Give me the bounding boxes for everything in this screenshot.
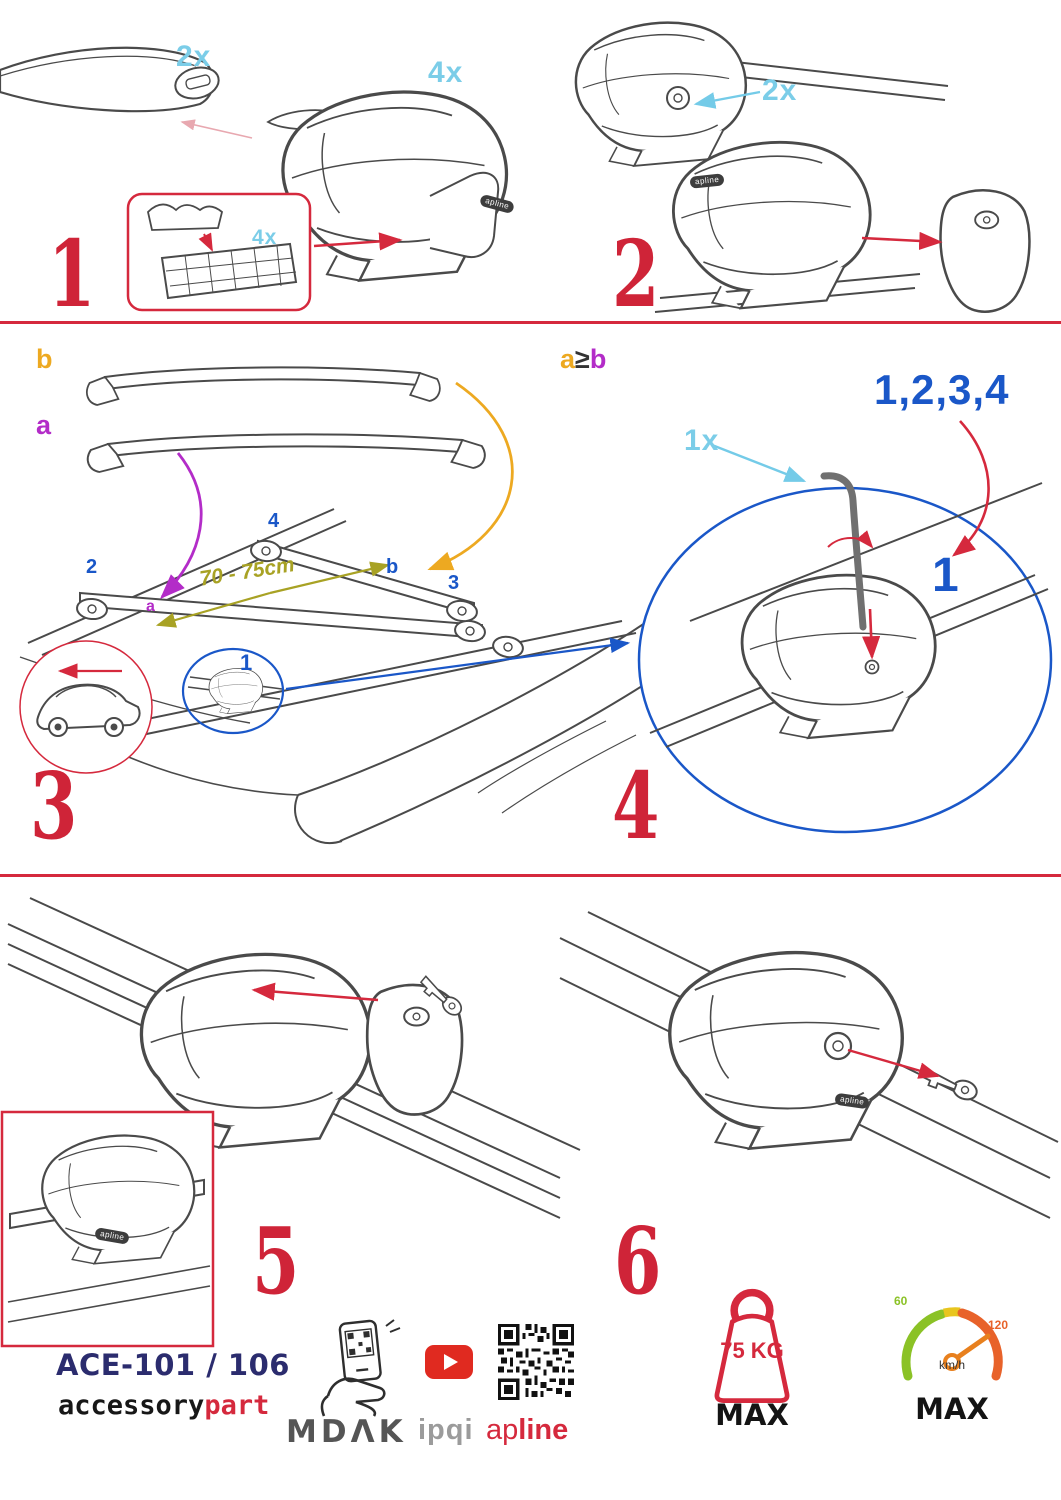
sequence-to-one-arrow xyxy=(951,420,990,557)
distance-condition: a≥b xyxy=(560,344,606,375)
allen-key-drawing xyxy=(820,472,867,631)
speed-low-label: 60 xyxy=(894,1294,908,1308)
tighten-step-one: 1 xyxy=(932,549,959,602)
apline-ap: ap xyxy=(486,1414,519,1446)
mdak-logo: MDΛK xyxy=(286,1414,407,1450)
car-direction-inset xyxy=(19,640,153,774)
position-b-label: b xyxy=(386,556,399,578)
step-2-number: 2 xyxy=(612,220,660,328)
position-1-label: 1 xyxy=(240,650,253,675)
foot-cover-drawing xyxy=(654,140,1031,313)
weight-limit-value: 75 KG xyxy=(720,1338,784,1363)
section-divider xyxy=(0,321,1061,324)
speed-high-label: 120 xyxy=(988,1318,1009,1332)
phone-scan-icon xyxy=(320,1319,401,1417)
bar-b-routing-arrow xyxy=(427,381,514,571)
position-1-highlight xyxy=(181,647,285,735)
bar-b-label: b xyxy=(36,344,53,374)
tool-qty-arrow xyxy=(711,443,807,483)
foot-quantity: 4x xyxy=(428,56,464,89)
weight-limit-icon xyxy=(714,1288,790,1403)
magnifier-link-arrow xyxy=(285,637,631,691)
distance-arrow xyxy=(155,561,391,628)
speed-unit-label: km/h xyxy=(938,1358,965,1372)
bar-a-label: a xyxy=(36,410,52,440)
pad-inset-box xyxy=(126,192,312,312)
cover-install-drawing xyxy=(7,897,581,1219)
crossbar-b-drawing xyxy=(85,366,441,406)
condition-a: a xyxy=(560,344,576,374)
brand-logo: accessorypart xyxy=(58,1390,269,1421)
lock-key-drawing xyxy=(559,911,1059,1219)
bar-quantity: 2x xyxy=(176,40,212,73)
cover-attach-arrow xyxy=(861,231,943,251)
position-a-label: a xyxy=(146,598,155,615)
lock-qty-arrow xyxy=(693,90,761,109)
section-divider xyxy=(0,874,1061,877)
crossbar-a-drawing xyxy=(86,433,486,474)
clamp-bracket-drawing xyxy=(429,171,500,258)
crossbar-end-drawing xyxy=(0,46,220,113)
pad-quantity: 4x xyxy=(252,226,278,249)
step-5-number: 5 xyxy=(252,1207,300,1315)
tighten-sequence: 1,2,3,4 xyxy=(874,366,1010,413)
bar-end-pointer-arrow xyxy=(180,119,253,139)
lock-quantity: 2x xyxy=(762,74,798,107)
position-4-label: 4 xyxy=(268,510,280,532)
speed-max-label: MAX xyxy=(915,1392,989,1426)
steps-1-2-drawing xyxy=(0,21,1031,313)
condition-b: b xyxy=(589,344,607,374)
youtube-icon xyxy=(425,1345,473,1379)
finished-foot-inset xyxy=(0,1110,215,1348)
tool-quantity: 1x xyxy=(684,424,720,457)
qr-code-icon xyxy=(498,1324,574,1400)
position-3-label: 3 xyxy=(448,572,460,594)
weight-max-label: MAX xyxy=(715,1398,789,1432)
position-2-label: 2 xyxy=(86,556,98,578)
inset-to-foot-arrow xyxy=(313,232,403,251)
speed-limit-icon xyxy=(901,1307,1003,1381)
steps-5-6-drawing xyxy=(0,897,1059,1348)
apline-line: line xyxy=(518,1414,569,1446)
ipqi-logo: ipqi xyxy=(418,1414,474,1446)
step-4-number: 4 xyxy=(612,752,660,860)
condition-operator: ≥ xyxy=(575,344,590,374)
step-3-number: 3 xyxy=(30,752,78,860)
foot-on-bar-drawing xyxy=(574,21,949,168)
brand-accessory: accessory xyxy=(58,1390,205,1421)
step-1-number: 1 xyxy=(48,220,96,328)
torque-magnifier-drawing xyxy=(637,472,1053,834)
brand-part: part xyxy=(204,1390,270,1421)
apline-logo: apline xyxy=(486,1414,568,1447)
model-number: ACE-101 / 106 xyxy=(56,1348,290,1382)
step-6-number: 6 xyxy=(614,1207,662,1315)
bar-a-routing-arrow xyxy=(160,452,203,599)
steps-3-4-drawing xyxy=(19,366,1053,844)
